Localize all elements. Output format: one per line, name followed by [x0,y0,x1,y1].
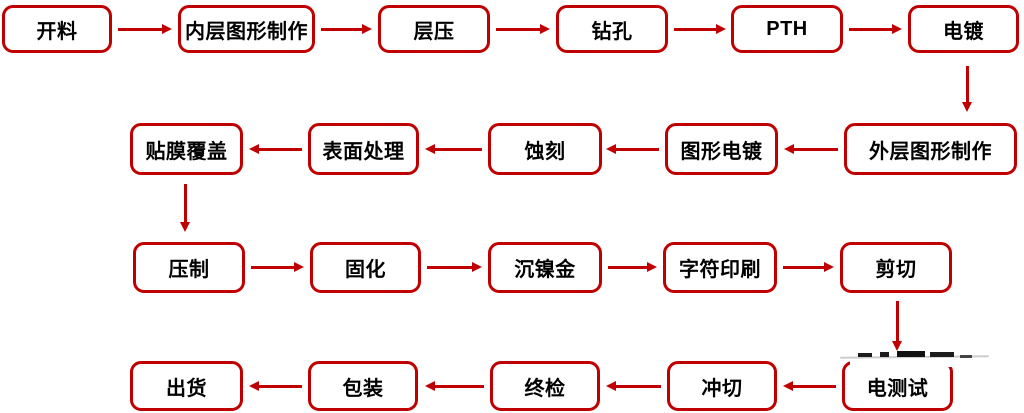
smudge-fragment [880,352,889,357]
node-legend-printing: 字符印刷 [663,242,777,293]
smudge-fragment [960,355,972,358]
connector-arrow-right [849,28,893,31]
node-lamination: 层压 [378,5,490,53]
node-surface-treatment: 表面处理 [308,123,419,175]
node-punching: 冲切 [667,361,777,411]
node-etching: 蚀刻 [488,123,602,175]
connector-arrow-right [496,28,541,31]
node-plating: 电镀 [908,5,1019,53]
node-pattern-plating: 图形电镀 [665,123,778,175]
connector-arrow-left [258,385,302,388]
connector-arrow-down [896,301,899,342]
node-shipping: 出货 [130,361,243,411]
erased-watermark-smudge [839,348,992,370]
connector-arrow-left [615,385,661,388]
connector-arrow-right [321,28,363,31]
smudge-fragment [930,352,954,357]
connector-arrow-down [966,66,969,103]
smudge-white-patch [850,358,976,367]
node-film-covering: 贴膜覆盖 [130,123,243,175]
connector-arrow-right [608,266,648,269]
node-drilling: 钻孔 [556,5,668,53]
node-pth: PTH [731,5,843,53]
connector-arrow-right [427,266,473,269]
node-pressing: 压制 [133,242,245,293]
connector-arrow-left [615,148,659,151]
node-packaging: 包装 [308,361,418,411]
smudge-fragment [858,353,872,357]
connector-arrow-left [793,148,838,151]
node-curing: 固化 [310,242,421,293]
node-shearing: 剪切 [840,242,952,293]
connector-arrow-down [184,184,187,223]
connector-arrow-right [674,28,717,31]
connector-arrow-right [783,266,825,269]
node-outer-layer-imaging: 外层图形制作 [844,123,1017,175]
connector-arrow-left [434,385,484,388]
connector-arrow-right [118,28,163,31]
node-final-inspection: 终检 [490,361,600,411]
connector-arrow-left [792,385,836,388]
smudge-fragment [897,351,925,357]
node-material-cutting: 开料 [2,5,112,53]
connector-arrow-left [258,148,302,151]
node-enig: 沉镍金 [488,242,602,293]
connector-arrow-left [434,148,482,151]
node-inner-layer-imaging: 内层图形制作 [178,5,315,53]
connector-arrow-right [251,266,295,269]
